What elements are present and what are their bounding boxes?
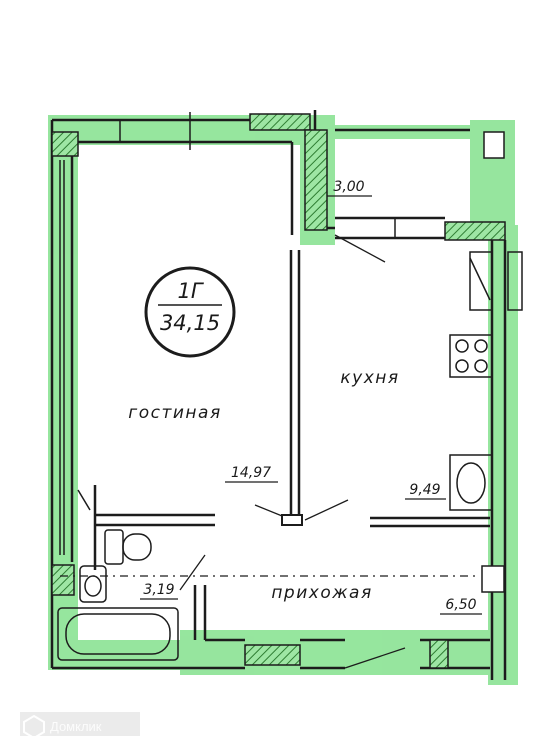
living-room-area: 14,97 — [231, 465, 271, 481]
living-room-name: гостиная — [128, 403, 221, 423]
windows — [59, 112, 396, 555]
watermark-text: Домклик — [50, 719, 102, 734]
door-swings — [179, 234, 406, 669]
apartment-type: 1Г — [177, 279, 204, 303]
hallway-name: прихожая — [271, 583, 372, 603]
watermark: Домклик — [20, 712, 140, 740]
balcony-area: 3,00 — [333, 179, 364, 195]
bathroom-area: 3,19 — [143, 582, 174, 598]
hallway-area: 6,50 — [445, 597, 476, 613]
kitchen-area: 9,49 — [409, 482, 440, 498]
kitchen-name: кухня — [340, 368, 399, 388]
domclick-logo-icon — [23, 714, 45, 740]
hatched-columns — [51, 113, 506, 669]
apartment-total-area: 34,15 — [160, 311, 220, 335]
label-underlines — [140, 195, 482, 615]
kitchen-fixtures — [449, 251, 523, 511]
walls — [50, 110, 507, 680]
apartment-badge — [144, 266, 236, 358]
